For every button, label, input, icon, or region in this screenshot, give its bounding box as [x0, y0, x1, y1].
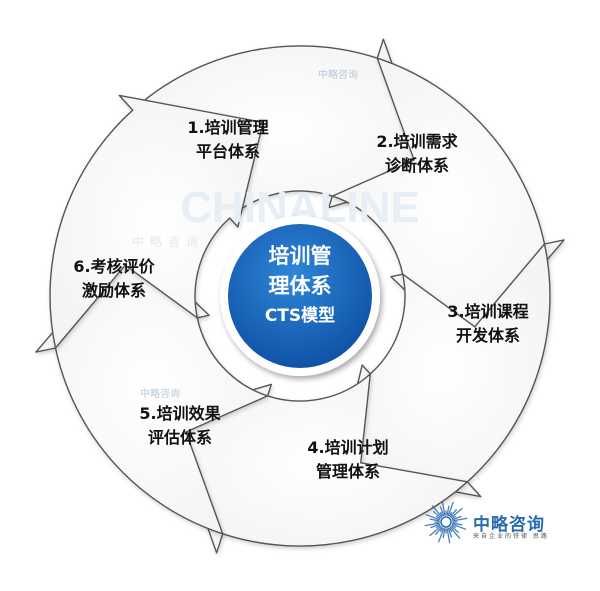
logo-subtext: 来自企业的铁律 思路	[473, 533, 549, 540]
segment-5-line2: 评估体系	[147, 428, 212, 447]
center-title: 培训管 理体系 CTS模型	[222, 241, 378, 331]
watermark-brand-top: 中略咨询	[318, 70, 358, 81]
segment-3-label: 3.培训课程 开发体系	[438, 300, 538, 348]
arrow-ring	[35, 38, 565, 554]
segment-5-label: 5.培训效果 评估体系	[130, 402, 230, 450]
center-line2: 理体系	[268, 274, 332, 298]
segment-1-label: 1.培训管理 平台体系	[178, 116, 278, 164]
segment-2-label: 2.培训需求 诊断体系	[367, 130, 467, 178]
segment-6-label: 6.考核评价 激励体系	[64, 255, 164, 303]
watermark-sub-center: 中略咨询	[132, 235, 205, 249]
logo-burst-icon	[424, 500, 468, 544]
center-circle	[228, 224, 372, 368]
segment-4-line2: 管理体系	[315, 462, 380, 481]
logo-text: 中略咨询	[473, 515, 545, 535]
watermark-brand-left: 中略咨询	[140, 389, 180, 400]
cycle-arrow-6	[49, 94, 264, 349]
segment-1-line2: 平台体系	[195, 142, 260, 161]
center-line1: 培训管	[268, 244, 332, 268]
segment-3-line2: 开发体系	[455, 326, 520, 345]
segment-4-line1: 4.培训计划	[307, 438, 389, 457]
segment-2-line1: 2.培训需求	[376, 132, 458, 151]
segment-2-line2: 诊断体系	[384, 156, 449, 175]
segment-4-label: 4.培训计划 管理体系	[298, 436, 398, 484]
segment-6-line1: 6.考核评价	[73, 257, 155, 276]
segment-6-line2: 激励体系	[81, 281, 146, 300]
center-line3: CTS模型	[264, 306, 336, 326]
segment-5-line1: 5.培训效果	[139, 404, 221, 423]
segment-3-line1: 3.培训课程	[447, 302, 529, 321]
segment-1-line1: 1.培训管理	[187, 118, 269, 137]
